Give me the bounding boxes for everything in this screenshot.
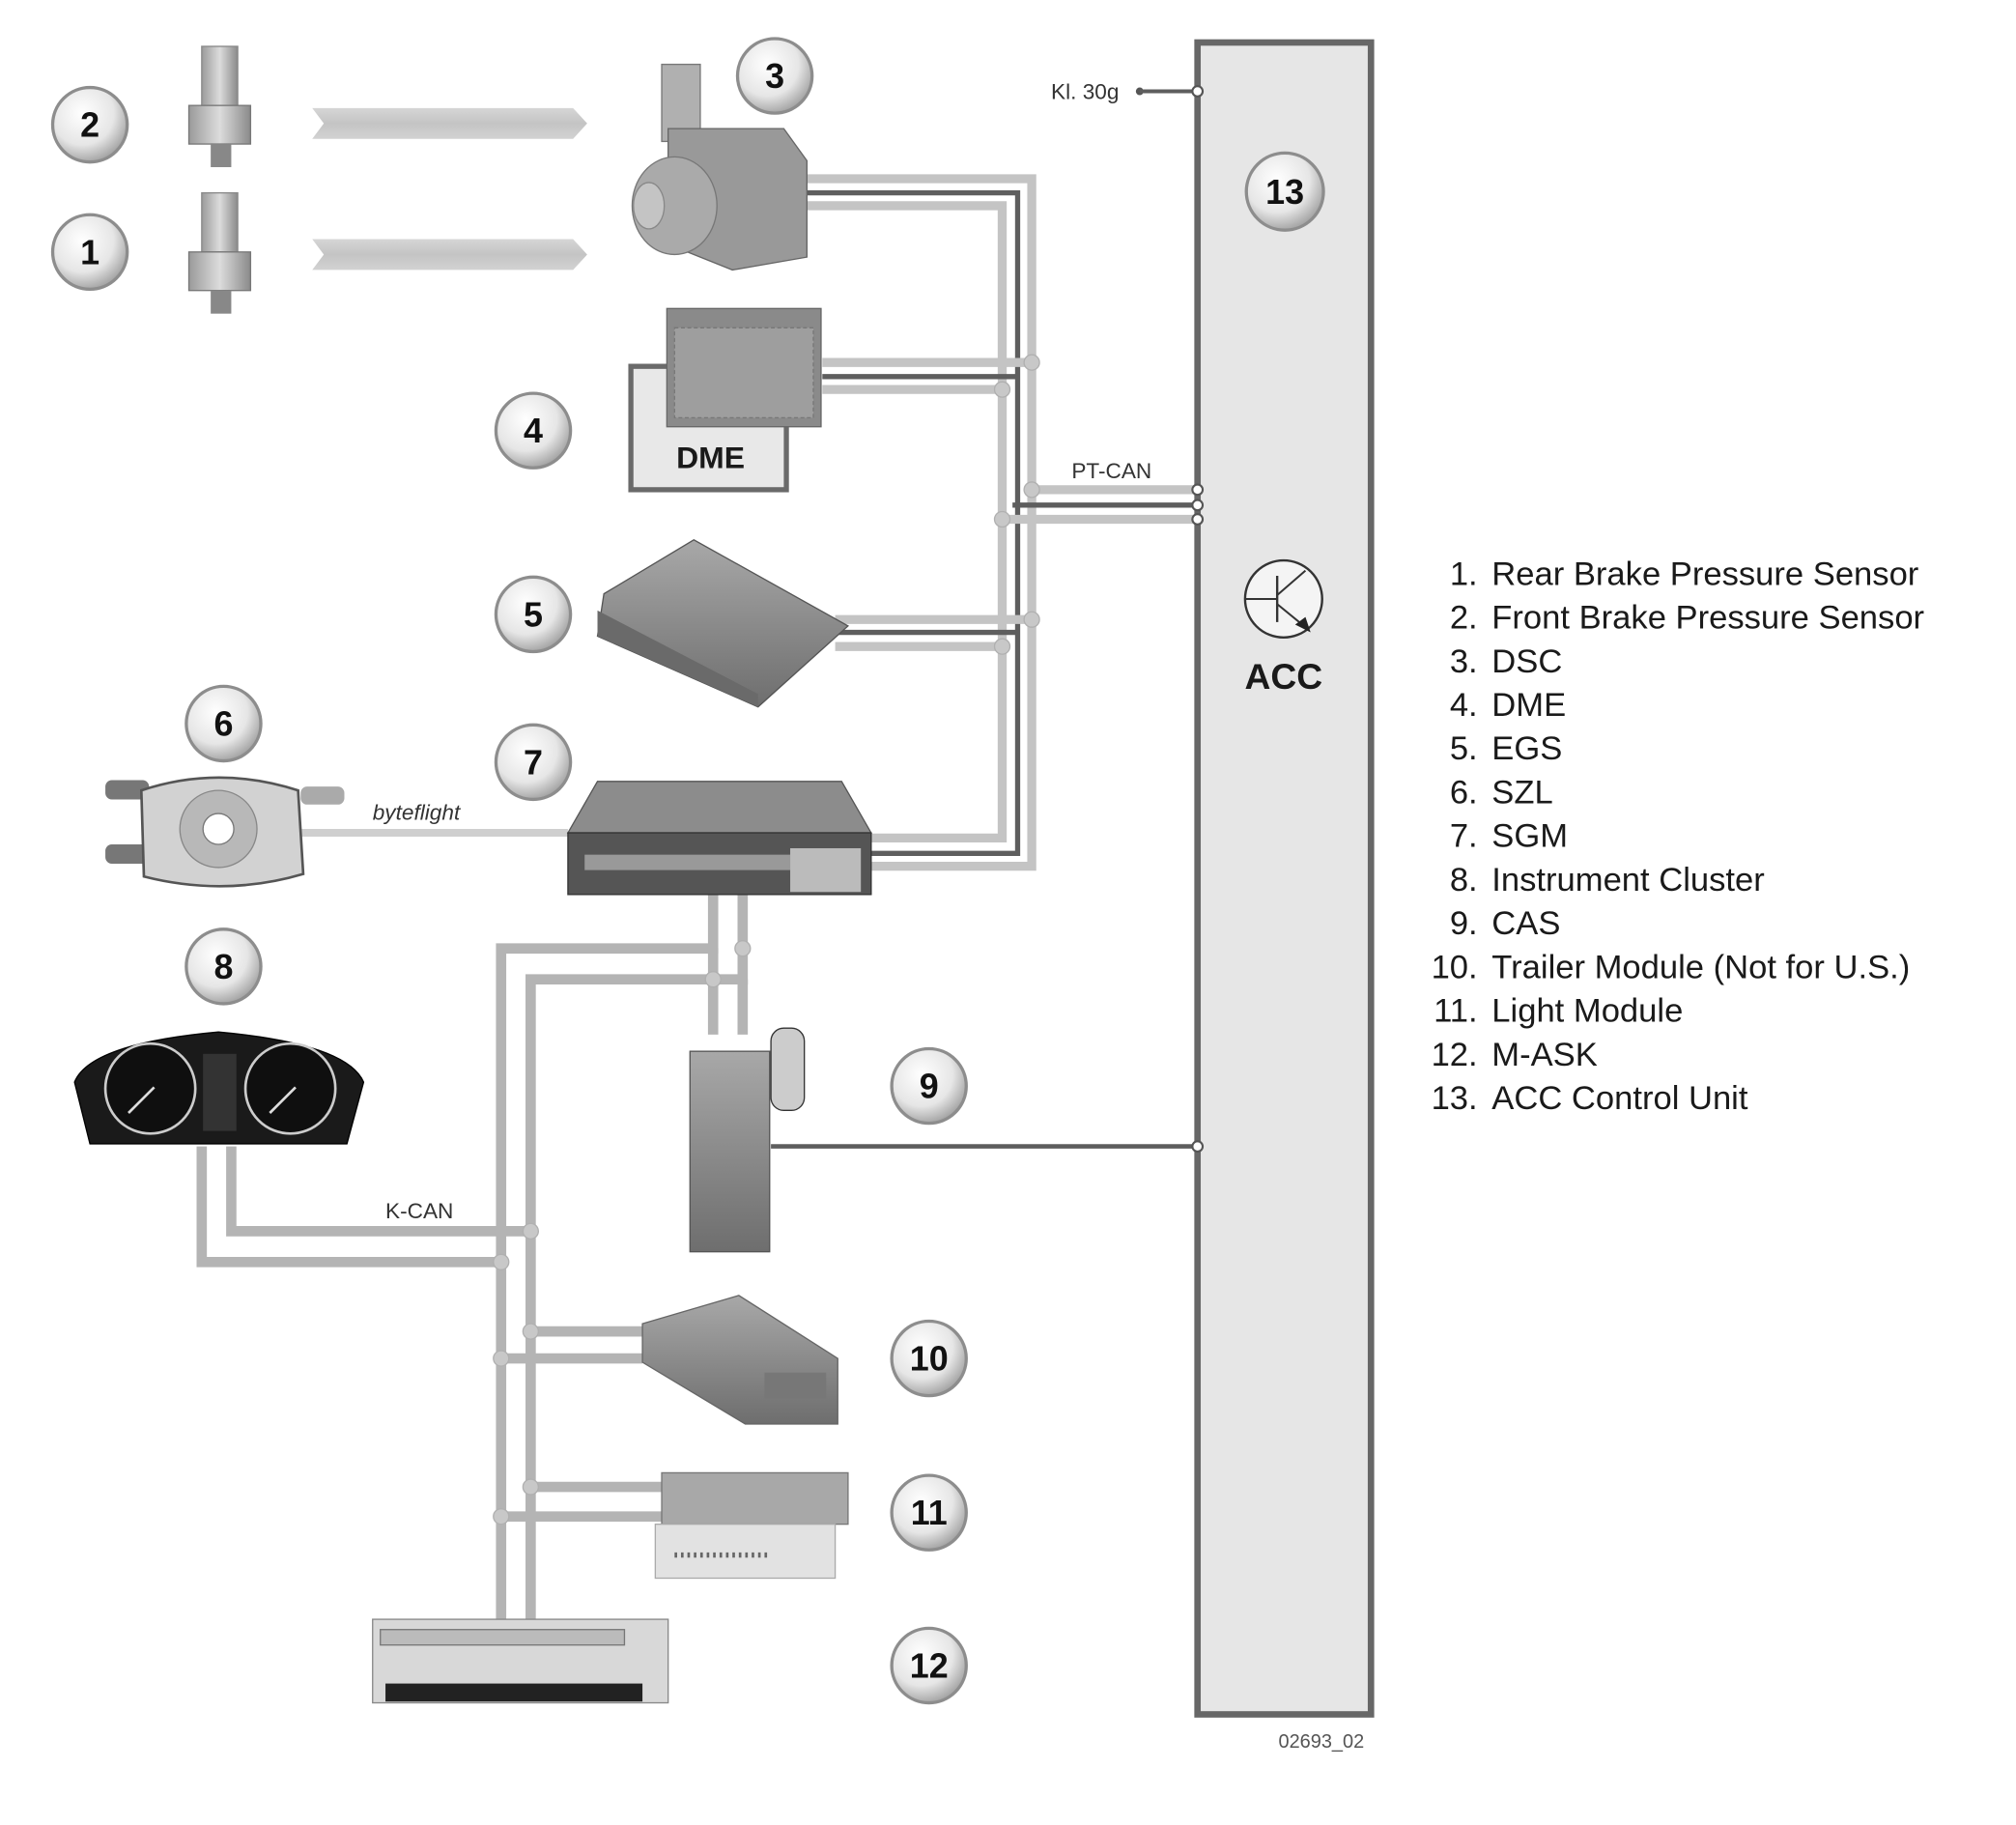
svg-text:2.: 2. <box>1450 600 1478 637</box>
pressure-sensor-icon[interactable] <box>187 191 252 314</box>
pt-can-bus: PT-CAN <box>799 174 1205 871</box>
svg-text:CAS: CAS <box>1491 905 1560 942</box>
legend-item: 4. DME <box>1450 687 1566 724</box>
dsc-unit-icon[interactable] <box>631 63 808 271</box>
badge-9: 9 <box>890 1046 968 1126</box>
svg-text:9: 9 <box>920 1067 939 1106</box>
badge-6: 6 <box>185 684 263 763</box>
svg-text:13: 13 <box>1265 172 1304 212</box>
svg-text:10: 10 <box>910 1339 949 1379</box>
badge-7: 7 <box>494 723 573 802</box>
signal-arrow-rear-sensor <box>312 239 587 271</box>
k-can-label: K-CAN <box>385 1199 453 1223</box>
svg-text:1: 1 <box>80 232 99 271</box>
acc-control-unit[interactable]: 13 ACC <box>1194 39 1375 1718</box>
badge-1: 1 <box>50 213 129 292</box>
legend-item: 7. SGM <box>1450 818 1568 855</box>
legend-item: 2. Front Brake Pressure Sensor <box>1450 600 1924 637</box>
svg-text:13.: 13. <box>1432 1080 1478 1117</box>
terminal-kl30g: Kl. 30g <box>1051 80 1205 104</box>
legend-item: 13. ACC Control Unit <box>1432 1080 1748 1117</box>
legend-item: 8. Instrument Cluster <box>1450 862 1765 898</box>
cas-module-icon[interactable] <box>689 1027 806 1253</box>
badge-4: 4 <box>494 391 573 470</box>
svg-text:11.: 11. <box>1434 993 1478 1030</box>
svg-text:SGM: SGM <box>1491 818 1568 855</box>
cas-acc-line <box>771 1140 1205 1153</box>
svg-text:3.: 3. <box>1450 643 1478 680</box>
svg-text:Rear Brake Pressure Sensor: Rear Brake Pressure Sensor <box>1491 556 1918 592</box>
svg-text:5: 5 <box>524 594 543 634</box>
svg-text:4.: 4. <box>1450 687 1478 724</box>
badge-8: 8 <box>185 927 263 1006</box>
k-can-bus: K-CAN <box>196 894 752 1620</box>
steering-column-switch-icon[interactable] <box>105 776 345 888</box>
pt-can-label: PT-CAN <box>1071 459 1151 483</box>
legend-item: 10. Trailer Module (Not for U.S.) <box>1432 949 1911 985</box>
light-module-icon[interactable] <box>654 1471 849 1580</box>
badge-5: 5 <box>494 575 573 654</box>
svg-text:6: 6 <box>213 703 233 743</box>
svg-text:DME: DME <box>1491 687 1566 724</box>
transistor-icon <box>1243 558 1323 640</box>
svg-text:Instrument Cluster: Instrument Cluster <box>1491 862 1764 898</box>
legend-item: 5. EGS <box>1450 730 1563 767</box>
terminal-label: Kl. 30g <box>1051 80 1119 104</box>
legend-item: 3. DSC <box>1450 643 1562 680</box>
badge-13: 13 <box>1244 151 1325 232</box>
dme-label: DME <box>676 440 745 474</box>
svg-text:10.: 10. <box>1432 949 1478 985</box>
svg-text:9.: 9. <box>1450 905 1478 942</box>
legend-item: 9. CAS <box>1450 905 1561 942</box>
byteflight-bus: byteflight <box>300 801 568 838</box>
svg-text:7: 7 <box>524 742 543 782</box>
signal-arrow-front-sensor <box>312 107 587 139</box>
legend-item: 11. Light Module <box>1434 993 1683 1030</box>
svg-text:8.: 8. <box>1450 862 1478 898</box>
figure-id: 02693_02 <box>1278 1731 1364 1753</box>
svg-text:5.: 5. <box>1450 730 1478 767</box>
acc-box <box>1194 39 1375 1718</box>
svg-text:Front Brake Pressure Sensor: Front Brake Pressure Sensor <box>1491 600 1924 637</box>
badge-10: 10 <box>890 1319 968 1398</box>
svg-text:4: 4 <box>524 411 543 450</box>
svg-text:11: 11 <box>911 1493 948 1532</box>
svg-text:ACC Control Unit: ACC Control Unit <box>1491 1080 1748 1117</box>
svg-text:3: 3 <box>765 56 784 96</box>
svg-text:Light Module: Light Module <box>1491 993 1683 1030</box>
egs-module-icon[interactable] <box>596 538 850 708</box>
legend-item: 6. SZL <box>1450 774 1553 811</box>
legend: 1. Rear Brake Pressure Sensor 2. Front Bra… <box>1432 556 1924 1117</box>
acc-label: ACC <box>1244 656 1322 697</box>
svg-text:6.: 6. <box>1450 774 1478 811</box>
m-ask-unit-icon[interactable] <box>372 1618 669 1704</box>
badge-2: 2 <box>50 85 129 164</box>
svg-text:SZL: SZL <box>1491 774 1552 811</box>
svg-text:2: 2 <box>80 105 99 145</box>
legend-item: 12. M-ASK <box>1432 1037 1598 1073</box>
badge-3: 3 <box>735 37 814 115</box>
svg-text:12.: 12. <box>1432 1037 1478 1073</box>
byteflight-label: byteflight <box>373 801 462 825</box>
instrument-cluster-icon[interactable] <box>73 1031 365 1145</box>
svg-text:DSC: DSC <box>1491 643 1562 680</box>
svg-text:7.: 7. <box>1450 818 1478 855</box>
svg-text:1.: 1. <box>1450 556 1478 592</box>
badge-11: 11 <box>890 1473 968 1552</box>
badge-12: 12 <box>890 1626 968 1705</box>
svg-text:EGS: EGS <box>1491 730 1562 767</box>
sgm-module-icon[interactable] <box>566 781 872 896</box>
pressure-sensor-icon[interactable] <box>187 45 252 168</box>
svg-text:Trailer Module (Not for U.S.): Trailer Module (Not for U.S.) <box>1491 949 1910 985</box>
svg-text:12: 12 <box>910 1645 949 1685</box>
legend-item: 1. Rear Brake Pressure Sensor <box>1450 556 1919 592</box>
trailer-module-icon[interactable] <box>641 1295 838 1425</box>
svg-text:M-ASK: M-ASK <box>1491 1037 1598 1073</box>
svg-text:8: 8 <box>213 947 233 986</box>
dme-circuit-board-icon[interactable]: DME <box>628 307 822 493</box>
